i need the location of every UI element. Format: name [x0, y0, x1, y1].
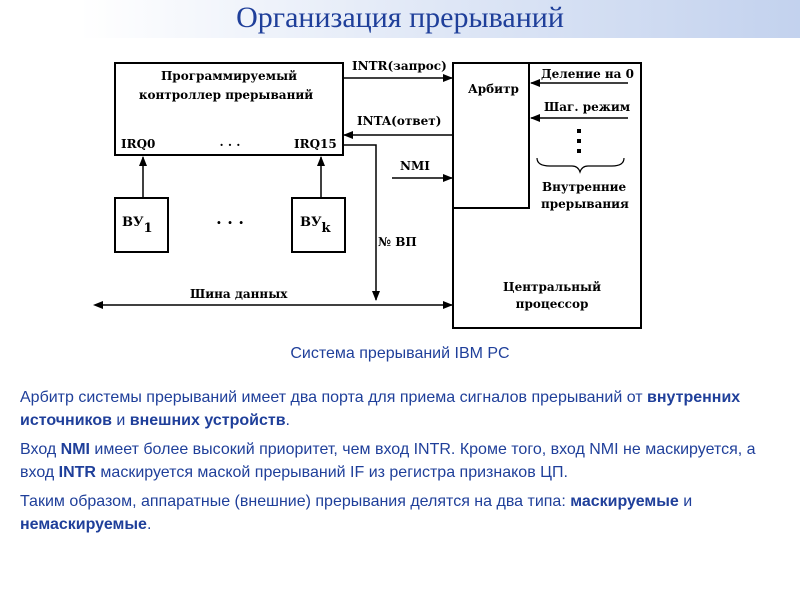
paragraph-2: Вход NMI имеет более высокий приоритет, …	[20, 438, 780, 484]
device-k-box	[291, 197, 346, 253]
irq15-label: IRQ15	[294, 137, 337, 151]
arbiter-box	[452, 62, 530, 209]
device-1-box	[114, 197, 169, 253]
p1-text-a: Арбитр системы прерываний имеет два порт…	[20, 389, 648, 406]
p3-non-maskable: немаскируемые	[20, 516, 147, 533]
p1-text-e: .	[285, 412, 290, 429]
internal-label-line1: Внутренние	[542, 180, 627, 194]
cpu-box	[452, 62, 642, 329]
p1-internal-sources: внутренних источников	[20, 389, 741, 429]
intr-label: INTR(запрос)	[352, 59, 447, 73]
interrupt-diagram: Программируемый контроллер прерываний IR…	[93, 59, 642, 329]
cpu-label-line1: Центральный	[503, 280, 601, 294]
inta-label: INTA(ответ)	[357, 114, 441, 128]
paragraph-1: Арбитр системы прерываний имеет два порт…	[20, 386, 780, 432]
p3-text-e: .	[146, 516, 152, 533]
device-1-sub: 1	[144, 221, 153, 236]
dot	[577, 149, 581, 153]
div-zero-label: Деление на 0	[541, 67, 634, 81]
dot	[577, 139, 581, 143]
p2-text-e: маскируется маской прерываний IF из реги…	[95, 464, 568, 481]
p1-text-c: и	[111, 412, 130, 429]
p1-external-devices: внешних устройств	[129, 412, 286, 429]
pic-box	[114, 62, 344, 156]
device-dots: . . .	[216, 209, 244, 228]
p2-intr: INTR	[58, 464, 96, 481]
pic-label-line2: контроллер прерываний	[139, 88, 313, 102]
pic-label-line1: Программируемый	[161, 69, 297, 83]
vector-label: № ВП	[378, 235, 417, 249]
data-bus-label: Шина данных	[190, 287, 288, 301]
device-1-label: ВУ1	[122, 215, 153, 236]
p2-text-c: имеет более высокий приоритет, чем вход …	[20, 441, 756, 481]
p2-text-a: Вход	[20, 441, 61, 458]
diagram-caption: Система прерываний IBM PC	[290, 345, 510, 362]
device-k-label: ВУk	[300, 215, 332, 236]
device-1-base: ВУ	[122, 215, 144, 230]
cpu-label-line2: процессор	[516, 297, 589, 311]
p3-text-c: и	[678, 493, 693, 510]
vector-path	[343, 144, 380, 301]
internal-brace	[536, 157, 625, 174]
internal-label-line2: прерывания	[541, 197, 629, 211]
p3-text-a: Таким образом, аппаратные (внешние) прер…	[20, 493, 571, 510]
irq0-label: IRQ0	[121, 137, 155, 151]
device-k-base: ВУ	[300, 215, 322, 230]
irq-dots: . . .	[220, 135, 241, 149]
page-title: Организация прерываний	[236, 1, 564, 34]
arbiter-label: Арбитр	[468, 82, 519, 96]
p3-maskable: маскируемые	[570, 493, 679, 510]
internal-dots	[577, 129, 581, 153]
p2-nmi: NMI	[60, 441, 90, 458]
step-mode-label: Шаг. режим	[544, 100, 631, 114]
title-bar: Организация прерываний	[0, 0, 800, 38]
nmi-label: NMI	[400, 159, 430, 173]
body-text: Арбитр системы прерываний имеет два порт…	[20, 386, 780, 542]
paragraph-3: Таким образом, аппаратные (внешние) прер…	[20, 490, 780, 536]
dot	[577, 129, 581, 133]
device-k-sub: k	[322, 221, 332, 236]
